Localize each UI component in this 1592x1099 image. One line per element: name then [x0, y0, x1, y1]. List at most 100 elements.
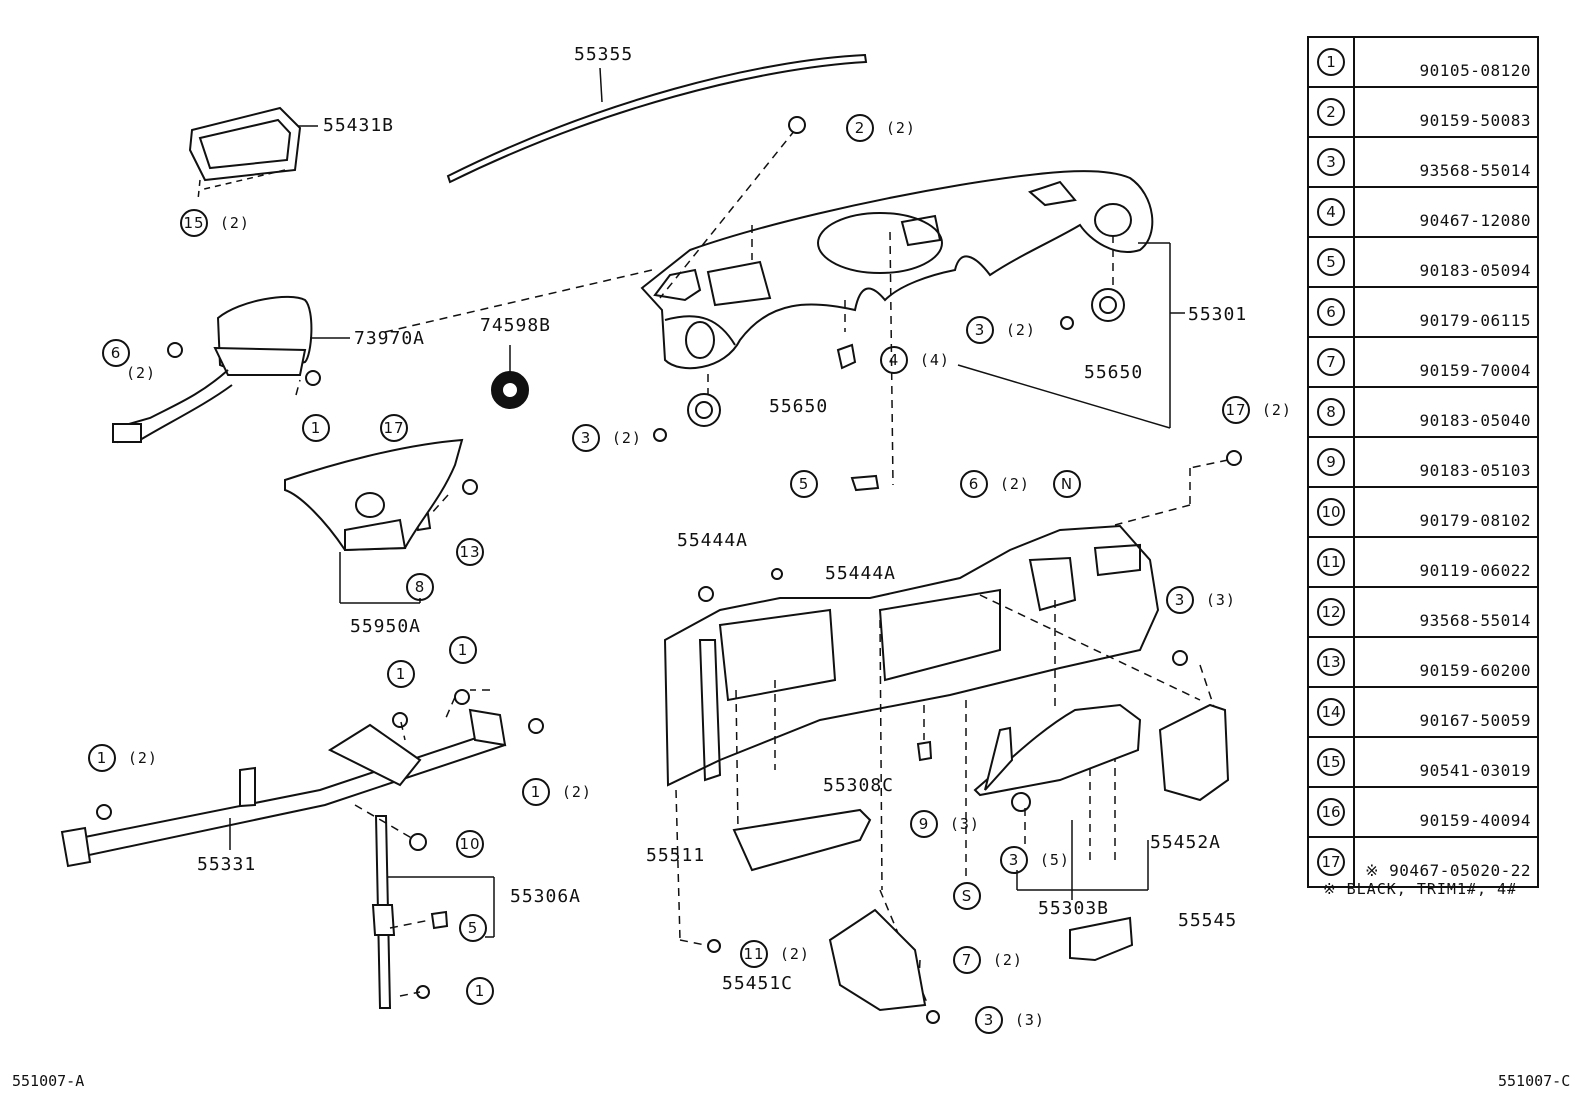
legend-part-number: 90119-06022: [1353, 536, 1539, 588]
legend-ref-number: 17: [1307, 836, 1355, 888]
callout-4: 4 (4): [880, 346, 950, 374]
legend-ref-circle: 7: [1317, 348, 1345, 376]
legend-ref-number: 15: [1307, 736, 1355, 788]
legend-ref-number: 10: [1307, 486, 1355, 538]
label-55511: 55511: [646, 845, 706, 866]
legend-ref-number: 6: [1307, 286, 1355, 338]
legend-part-number: 90105-08120: [1353, 36, 1539, 88]
legend-row: 11 90119-06022: [1307, 536, 1539, 588]
legend-ref-circle: 17: [1317, 848, 1345, 876]
legend-ref-circle: 13: [1317, 648, 1345, 676]
legend-part-number: 90167-50059: [1353, 686, 1539, 738]
legend-part-number: 90183-05094: [1353, 236, 1539, 288]
legend-part-number: 90183-05040: [1353, 386, 1539, 438]
legend-ref-circle: 8: [1317, 398, 1345, 426]
legend-part-number: 93568-55014: [1353, 586, 1539, 638]
legend-ref-circle: 10: [1317, 498, 1345, 526]
callout-1-airbag: 1: [302, 414, 330, 442]
footnote-black-trim: ※ BLACK, TRIM1#, 4#: [1323, 880, 1518, 898]
callout-6-center: 6 (2): [960, 470, 1030, 498]
lid-55511: [732, 808, 872, 872]
legend-ref-number: 16: [1307, 786, 1355, 838]
legend-ref-number: 14: [1307, 686, 1355, 738]
legend-part-number: 90159-70004: [1353, 336, 1539, 388]
legend-ref-circle: 14: [1317, 698, 1345, 726]
callout-6-qty: (2): [126, 364, 157, 382]
legend-ref-circle: 15: [1317, 748, 1345, 776]
legend-ref-circle: 3: [1317, 148, 1345, 176]
callout-1-bar-b: 1: [449, 636, 477, 664]
callout-17-right: 17 (2): [1222, 396, 1292, 424]
legend-ref-number: 13: [1307, 636, 1355, 688]
legend-part-number: ※ 90467-05020-22: [1353, 836, 1539, 888]
label-55444A-left: 55444A: [677, 530, 749, 551]
lower-dashboard-frame: [663, 524, 1160, 787]
callout-3-right: 3 (3): [1166, 586, 1236, 614]
weatherstrip-55355: [446, 53, 868, 184]
legend-part-number: 90179-08102: [1353, 486, 1539, 538]
bracket-55545: [1069, 916, 1134, 962]
legend-ref-circle: 6: [1317, 298, 1345, 326]
legend-row: 15 90541-03019: [1307, 736, 1539, 788]
legend-row: 14 90167-50059: [1307, 686, 1539, 738]
legend-ref-circle: 9: [1317, 448, 1345, 476]
legend-ref-number: 1: [1307, 36, 1355, 88]
legend-part-number: 90159-50083: [1353, 86, 1539, 138]
callout-3-cover: 3 (5): [1000, 846, 1070, 874]
callout-S: S: [953, 882, 981, 910]
airbag-module-73970A: [112, 295, 313, 444]
callout-3-bottom: 3 (3): [975, 1006, 1045, 1034]
legend-row: 12 93568-55014: [1307, 586, 1539, 638]
callout-9: 9 (3): [910, 810, 980, 838]
legend-ref-circle: 12: [1317, 598, 1345, 626]
legend-row: 2 90159-50083: [1307, 86, 1539, 138]
legend-row: 9 90183-05103: [1307, 436, 1539, 488]
label-55452A: 55452A: [1150, 832, 1222, 853]
callout-15: 15 (2): [180, 209, 250, 237]
label-55950A: 55950A: [350, 616, 422, 637]
callout-13: 13: [456, 538, 484, 566]
legend-part-number: 90159-40094: [1353, 786, 1539, 838]
legend-ref-number: 5: [1307, 236, 1355, 288]
upper-dashboard-panel-55301: [640, 170, 1154, 370]
label-55545: 55545: [1178, 910, 1238, 931]
callout-3-upper: 3 (2): [966, 316, 1036, 344]
label-55306A: 55306A: [510, 886, 582, 907]
legend-ref-circle: 1: [1317, 48, 1345, 76]
footer-code-left: 551007-A: [12, 1072, 85, 1090]
callout-7: 7 (2): [953, 946, 1023, 974]
label-74598B: 74598B: [480, 315, 552, 336]
callout-5-upper: 5: [790, 470, 818, 498]
reinforcement-55331: [60, 708, 507, 868]
legend-ref-number: 3: [1307, 136, 1355, 188]
callout-1-bar-right: 1 (2): [522, 778, 592, 806]
legend-ref-number: 7: [1307, 336, 1355, 388]
legend-part-number: 90183-05103: [1353, 436, 1539, 488]
legend-part-number: 90541-03019: [1353, 736, 1539, 788]
callout-N: N: [1053, 470, 1081, 498]
callout-5-brace: 5: [459, 914, 487, 942]
label-55308C: 55308C: [823, 775, 895, 796]
legend-ref-circle: 2: [1317, 98, 1345, 126]
label-73970A: 73970A: [354, 328, 426, 349]
label-55355: 55355: [574, 44, 634, 65]
pocket-55431B: [188, 106, 318, 201]
legend-ref-number: 8: [1307, 386, 1355, 438]
legend-ref-circle: 4: [1317, 198, 1345, 226]
callout-8: 8: [406, 573, 434, 601]
legend-part-number: 90159-60200: [1353, 636, 1539, 688]
grommet-74598B: [491, 345, 529, 409]
legend-ref-number: 9: [1307, 436, 1355, 488]
callout-11: 11 (2): [740, 940, 810, 968]
label-55650-lower: 55650: [769, 396, 829, 417]
callout-2: 2 (2): [846, 114, 916, 142]
legend-row: 13 90159-60200: [1307, 636, 1539, 688]
box-55451C: [828, 908, 927, 1012]
legend-ref-circle: 11: [1317, 548, 1345, 576]
